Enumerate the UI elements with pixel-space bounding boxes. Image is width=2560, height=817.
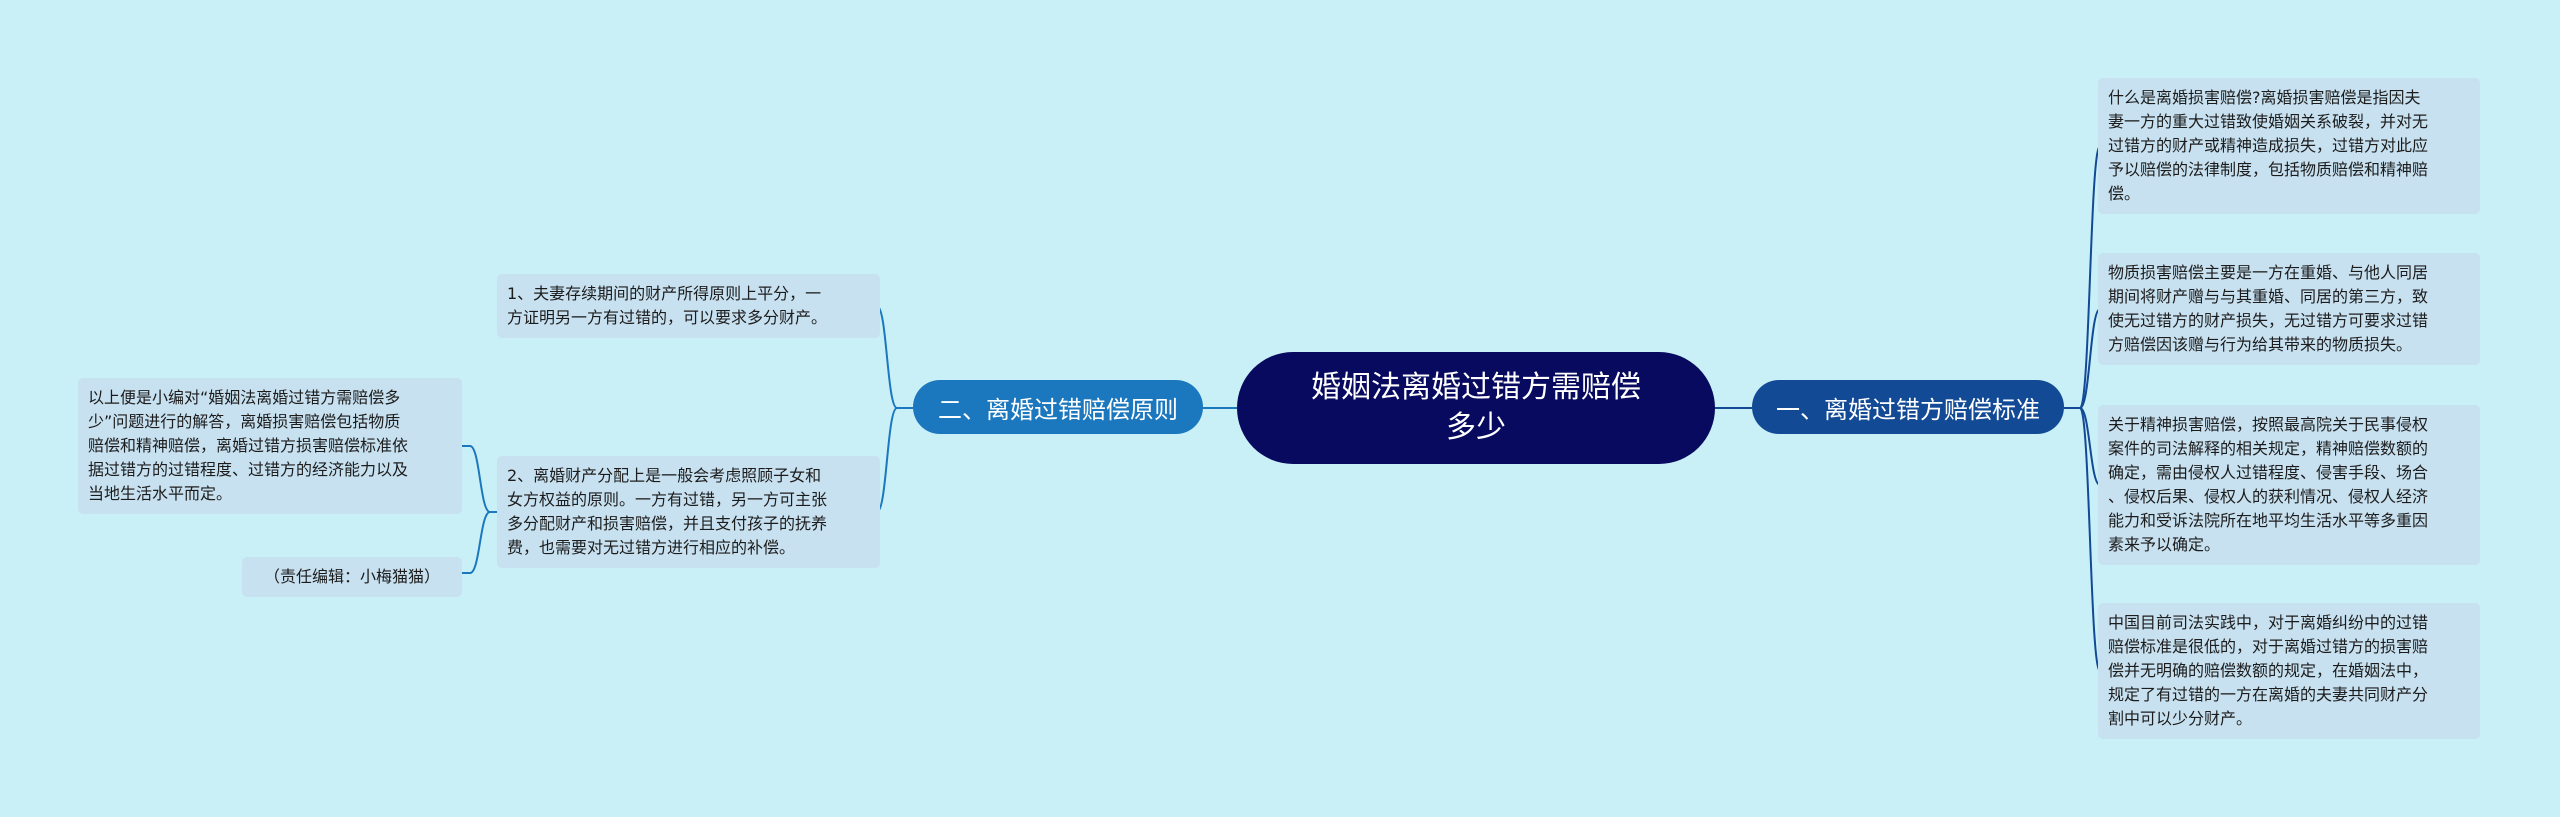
connector-sub-leaf-2	[462, 511, 491, 574]
leaf-line: 什么是离婚损害赔偿?离婚损害赔偿是指因夫	[2108, 88, 2421, 107]
leaf-line: 过错方的财产或精神造成损失，过错方对此应	[2108, 136, 2429, 155]
leaf-line: 中国目前司法实践中，对于离婚纠纷中的过错	[2108, 613, 2429, 632]
leaf-line: 当地生活水平而定。	[88, 484, 233, 503]
connector-left-leaf-1	[876, 305, 913, 409]
connector-right-leaf-1	[2064, 145, 2101, 409]
leaf-line: 使无过错方的财产损失，无过错方可要求过错	[2108, 311, 2429, 330]
branch-compensation-principle[interactable]: 二、离婚过错赔偿原则	[913, 380, 1203, 434]
leaf-line: 规定了有过错的一方在离婚的夫妻共同财产分	[2108, 685, 2429, 704]
leaf-line: 2、离婚财产分配上是一般会考虑照顾子女和	[507, 466, 822, 485]
branch-compensation-standard[interactable]: 一、离婚过错方赔偿标准	[1752, 380, 2064, 434]
connector-right-leaf-4	[2079, 407, 2101, 672]
connector-left-leaf-2	[876, 407, 898, 513]
leaf-line: 案件的司法解释的相关规定，精神赔偿数额的	[2108, 439, 2429, 458]
leaf-line: 女方权益的原则。一方有过错，另一方可主张	[507, 490, 828, 509]
leaf-line: 、侵权后果、侵权人的获利情况、侵权人经济	[2108, 487, 2429, 506]
leaf-line: 多分配财产和损害赔偿，并且支付孩子的抚养	[507, 514, 828, 533]
leaf-line: 偿并无明确的赔偿数额的规定，在婚姻法中，	[2108, 661, 2429, 680]
leaf-definition[interactable]: 什么是离婚损害赔偿?离婚损害赔偿是指因夫 妻一方的重大过错致使婚姻关系破裂，并对…	[2098, 78, 2480, 214]
root-title-line-2: 多少	[1446, 410, 1506, 445]
leaf-line: 能力和受诉法院所在地平均生活水平等多重因	[2108, 511, 2429, 530]
leaf-line: 确定，需由侵权人过错程度、侵害手段、场合	[2108, 463, 2429, 482]
leaf-line: 割中可以少分财产。	[2108, 709, 2253, 728]
branch-label: 二、离婚过错赔偿原则	[938, 395, 1178, 424]
leaf-line: 物质损害赔偿主要是一方在重婚、与他人同居	[2108, 263, 2429, 282]
leaf-line: 方证明另一方有过错的，可以要求多分财产。	[507, 308, 828, 327]
leaf-material-damage[interactable]: 物质损害赔偿主要是一方在重婚、与他人同居 期间将财产赠与与其重婚、同居的第三方，…	[2098, 253, 2480, 365]
connector-right-leaf-2	[2079, 308, 2101, 409]
leaf-line: 费，也需要对无过错方进行相应的补偿。	[507, 538, 796, 557]
leaf-line: 素来予以确定。	[2108, 535, 2221, 554]
leaf-summary[interactable]: 以上便是小编对“婚姻法离婚过错方需赔偿多 少”问题进行的解答，离婚损害赔偿包括物…	[78, 378, 462, 514]
leaf-line: 偿。	[2108, 184, 2141, 203]
leaf-line: 以上便是小编对“婚姻法离婚过错方需赔偿多	[88, 388, 401, 407]
leaf-judicial-practice[interactable]: 中国目前司法实践中，对于离婚纠纷中的过错 赔偿标准是很低的，对于离婚过错方的损害…	[2098, 603, 2480, 739]
root-topic[interactable]: 婚姻法离婚过错方需赔偿 多少	[1237, 352, 1715, 464]
leaf-line: 赔偿标准是很低的，对于离婚过错方的损害赔	[2108, 637, 2429, 656]
leaf-line: 方赔偿因该赠与行为给其带来的物质损失。	[2108, 335, 2413, 354]
leaf-line: 赔偿和精神赔偿，离婚过错方损害赔偿标准依	[88, 436, 409, 455]
leaf-line: 期间将财产赠与与其重婚、同居的第三方，致	[2108, 287, 2429, 306]
leaf-property-distribution[interactable]: 2、离婚财产分配上是一般会考虑照顾子女和 女方权益的原则。一方有过错，另一方可主…	[497, 456, 880, 568]
leaf-property-split[interactable]: 1、夫妻存续期间的财产所得原则上平分，一 方证明另一方有过错的，可以要求多分财产…	[497, 274, 880, 338]
branch-label: 一、离婚过错方赔偿标准	[1776, 395, 2040, 424]
connector-right-leaf-3	[2079, 407, 2101, 486]
leaf-line: （责任编辑：小梅猫猫）	[263, 567, 440, 586]
leaf-line: 据过错方的过错程度、过错方的经济能力以及	[88, 460, 409, 479]
leaf-line: 予以赔偿的法律制度，包括物质赔偿和精神赔	[2108, 160, 2429, 179]
leaf-mental-damage[interactable]: 关于精神损害赔偿，按照最高院关于民事侵权 案件的司法解释的相关规定，精神赔偿数额…	[2098, 405, 2480, 565]
leaf-editor-credit[interactable]: （责任编辑：小梅猫猫）	[242, 557, 462, 597]
root-title-line-1: 婚姻法离婚过错方需赔偿	[1311, 370, 1641, 405]
leaf-line: 1、夫妻存续期间的财产所得原则上平分，一	[507, 284, 822, 303]
leaf-line: 少”问题进行的解答，离婚损害赔偿包括物质	[88, 412, 401, 431]
leaf-line: 妻一方的重大过错致使婚姻关系破裂，并对无	[2108, 112, 2429, 131]
connector-sub-leaf-1	[462, 445, 500, 513]
leaf-line: 关于精神损害赔偿，按照最高院关于民事侵权	[2108, 415, 2429, 434]
